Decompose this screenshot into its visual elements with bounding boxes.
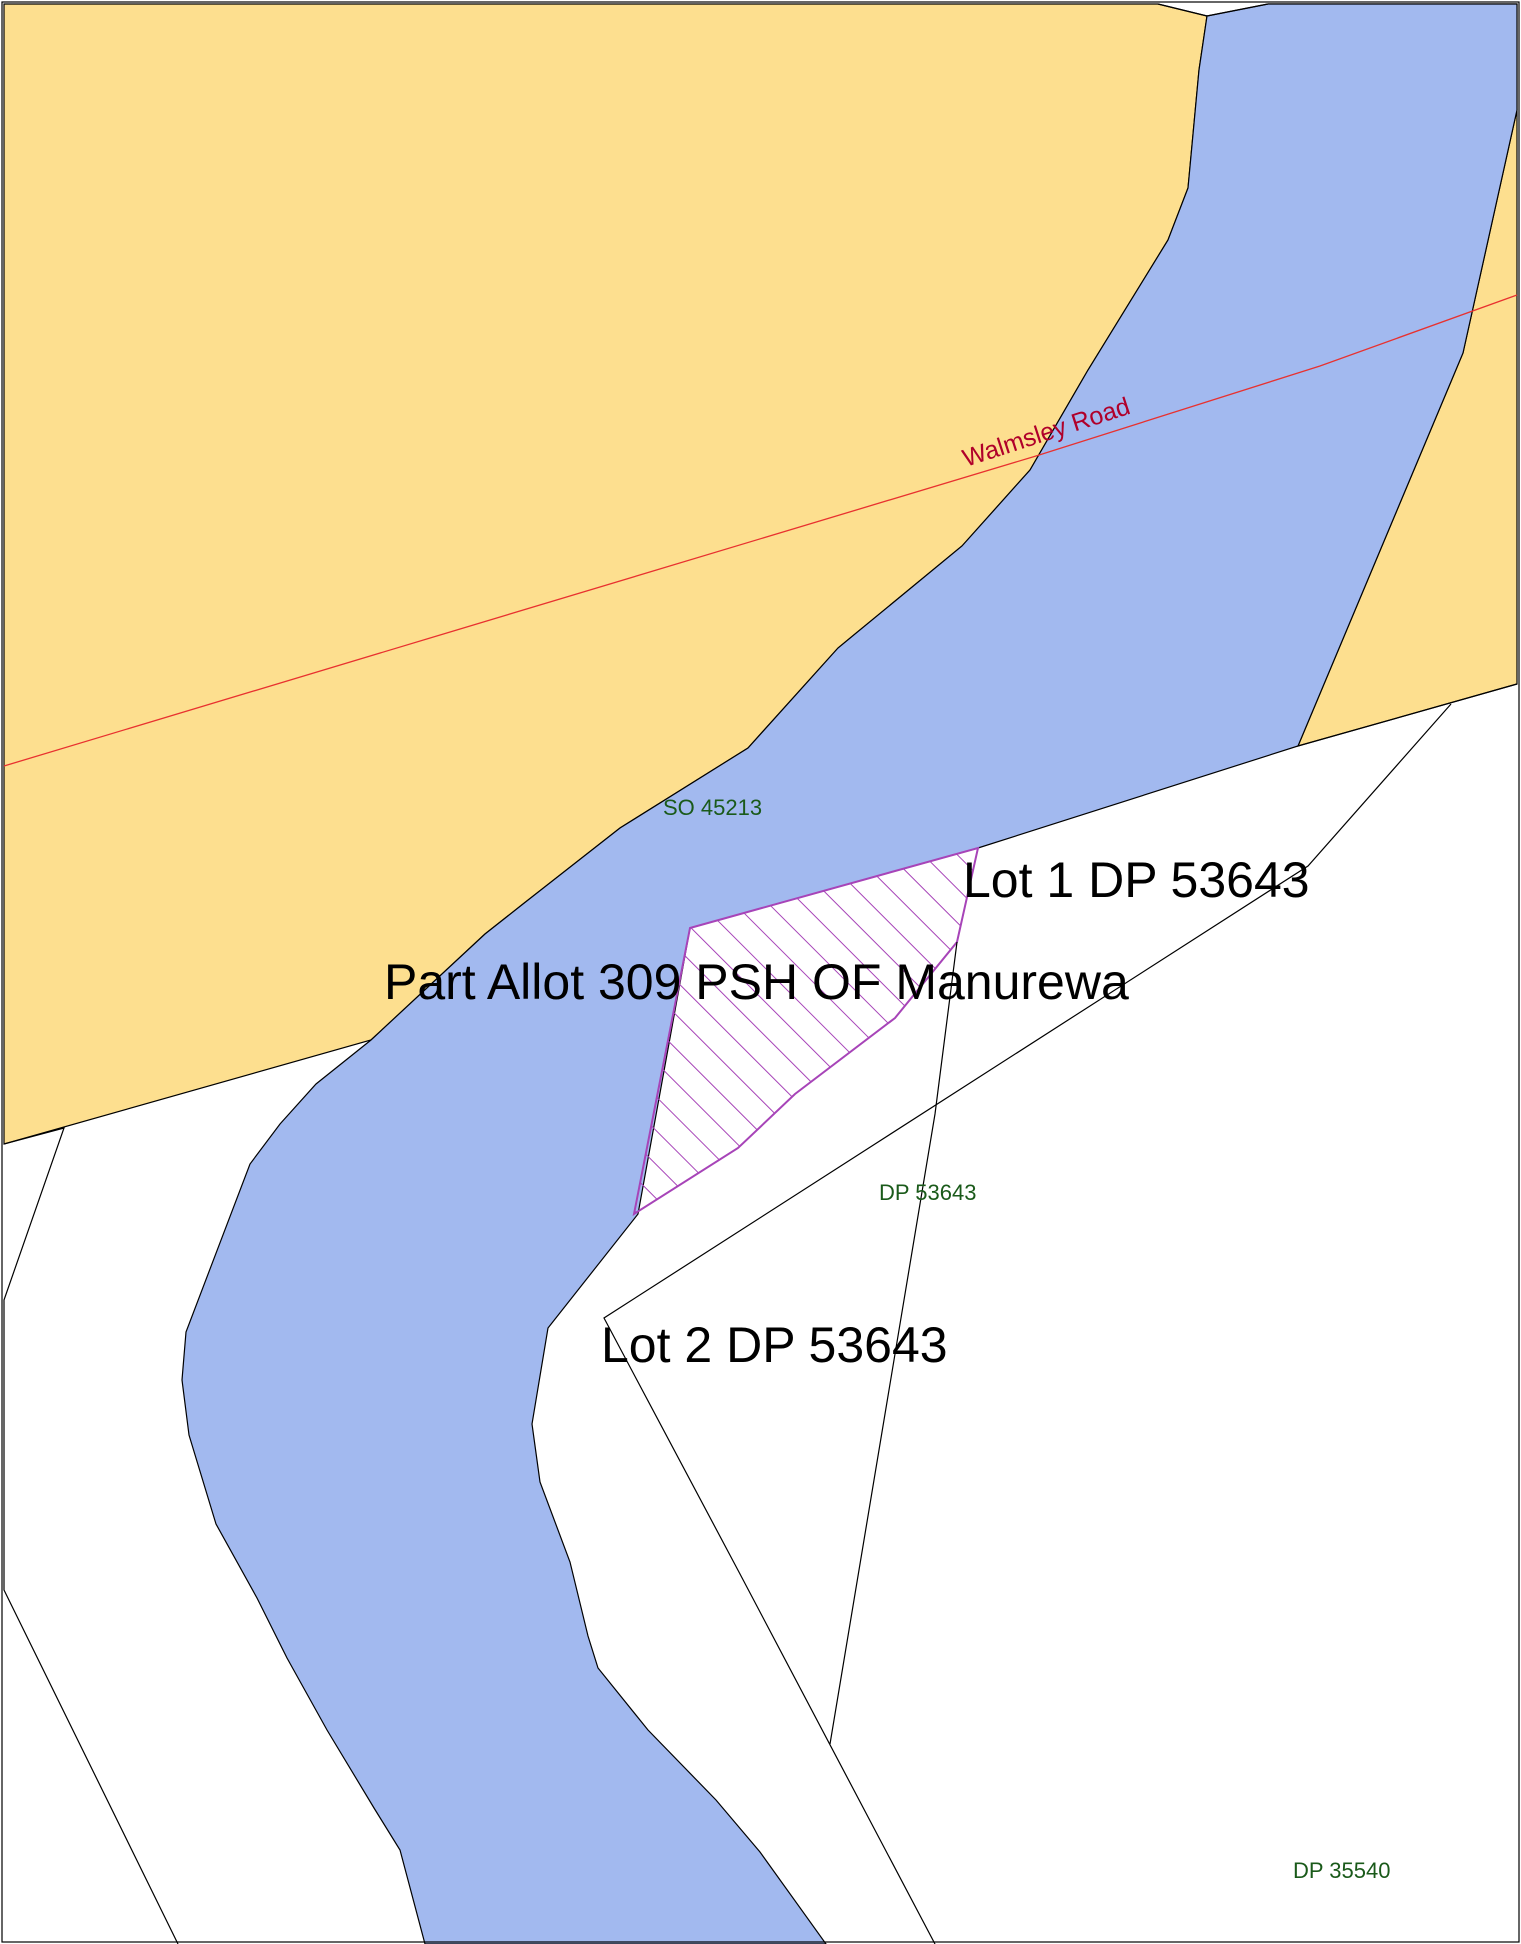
parcel-label-lot1: Lot 1 DP 53643: [963, 852, 1310, 908]
survey-label-dp-53643: DP 53643: [879, 1180, 976, 1205]
parcel-label-lot2: Lot 2 DP 53643: [601, 1317, 948, 1373]
highlighted-parcel[interactable]: [632, 846, 980, 1217]
parcel-label-part-allot: Part Allot 309 PSH OF Manurewa: [384, 954, 1129, 1010]
survey-label-dp-35540: DP 35540: [1293, 1858, 1390, 1883]
survey-label-so: SO 45213: [663, 795, 762, 820]
road-centerline[interactable]: [3, 294, 1518, 767]
